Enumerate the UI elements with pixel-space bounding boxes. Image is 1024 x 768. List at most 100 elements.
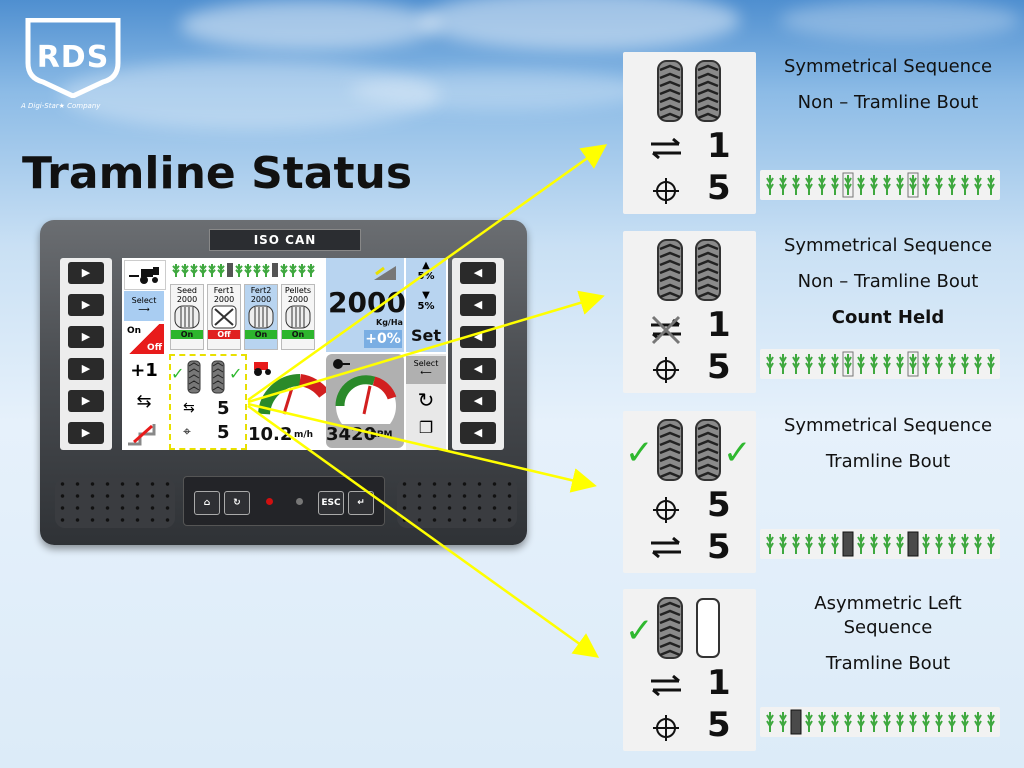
card-bottom-number: 5	[707, 347, 731, 387]
home-icon[interactable]: ⌂	[194, 491, 220, 515]
copy-icon[interactable]: ❐	[418, 418, 434, 437]
plant-icon	[870, 175, 878, 195]
right-softkey-4[interactable]: ◀	[460, 358, 496, 380]
plant-icon	[857, 354, 865, 374]
plant-icon	[779, 354, 787, 374]
plant-icon	[896, 354, 904, 374]
plant-icon	[262, 264, 270, 277]
card-line3: Count Held	[831, 307, 945, 328]
metering-roller-icon	[282, 304, 314, 330]
plant-icon	[792, 354, 800, 374]
enter-icon[interactable]: ↵	[348, 491, 374, 515]
tyre-track-icon	[695, 419, 721, 481]
card-line1b: Sequence	[843, 617, 933, 638]
tramline-marker	[272, 263, 278, 277]
plant-icon	[766, 354, 774, 374]
plant-icon	[818, 534, 826, 554]
percent-change: +0%	[364, 330, 402, 348]
product-state: Off	[208, 330, 240, 339]
check-icon: ✓	[723, 433, 752, 473]
select-product-button[interactable]: Select⟶	[124, 291, 164, 321]
tyre-track-icon	[657, 419, 683, 481]
esc-button[interactable]: ESC	[318, 491, 344, 515]
plant-icon	[831, 534, 839, 554]
empty-track-icon	[696, 598, 720, 658]
card-top-number: 1	[707, 126, 731, 166]
direction-arrows-icon[interactable]: ⇆	[136, 391, 152, 412]
direction-arrows-icon	[651, 137, 681, 160]
right-softkey-6[interactable]: ◀	[460, 422, 496, 444]
crop-row-indicator	[172, 263, 315, 277]
card-line1: Symmetrical Sequence	[783, 56, 993, 77]
step-up-button[interactable]: ▲5%	[417, 260, 435, 282]
plant-icon	[961, 712, 969, 732]
card-bottom-number: 5	[707, 168, 731, 208]
tramline-widget[interactable]: ✓ ✓ ⇆ 5 ⌖ 5	[169, 354, 247, 450]
slope-icon	[374, 266, 396, 280]
left-softkey-2[interactable]: ▶	[68, 294, 104, 316]
plant-icon	[909, 175, 917, 195]
crop-row-strip	[760, 529, 1000, 559]
on-off-toggle[interactable]: On Off	[124, 324, 164, 354]
left-softkey-1[interactable]: ▶	[68, 262, 104, 284]
rpm-value: 3420	[326, 424, 377, 445]
implement-icon[interactable]	[124, 260, 166, 290]
plant-icon	[766, 534, 774, 554]
plant-icon	[896, 175, 904, 195]
right-softkey-2[interactable]: ◀	[460, 294, 496, 316]
check-icon: ✓	[171, 364, 185, 383]
page-title: Tramline Status	[22, 148, 413, 199]
plant-icon	[922, 354, 930, 374]
plant-icon	[805, 534, 813, 554]
tramline-marker	[790, 709, 802, 735]
plant-icon	[870, 534, 878, 554]
refresh-icon[interactable]: ↻	[417, 388, 435, 412]
left-softkey-4[interactable]: ▶	[68, 358, 104, 380]
product-state: On	[171, 330, 203, 339]
status-led	[296, 498, 303, 505]
product-state: On	[282, 330, 314, 339]
plant-icon	[974, 712, 982, 732]
tramline-ghost-marker	[907, 172, 919, 198]
set-button[interactable]: Set	[410, 326, 442, 345]
plant-icon	[922, 175, 930, 195]
plant-icon	[181, 264, 189, 277]
plant-icon	[961, 354, 969, 374]
left-softkey-5[interactable]: ▶	[68, 390, 104, 412]
card-line2: Non – Tramline Bout	[797, 92, 979, 113]
refresh-icon[interactable]: ↻	[224, 491, 250, 515]
plant-icon	[289, 264, 297, 277]
plant-icon	[922, 534, 930, 554]
product-state: On	[245, 330, 277, 339]
manual-ramp-icon[interactable]	[124, 420, 164, 448]
step-down-button[interactable]: ▼5%	[417, 290, 435, 312]
right-softkey-5[interactable]: ◀	[460, 390, 496, 412]
left-softkey-3[interactable]: ▶	[68, 326, 104, 348]
select-button-2[interactable]: Select⟵	[406, 356, 446, 384]
plant-icon	[883, 175, 891, 195]
metering-roller-icon	[171, 304, 203, 330]
tramline-marker	[842, 531, 854, 557]
check-icon: ✓	[625, 433, 654, 473]
plant-icon	[896, 712, 904, 732]
tramline-ghost-marker	[842, 172, 854, 198]
left-softkey-6[interactable]: ▶	[68, 422, 104, 444]
speaker-grille-right	[397, 478, 517, 528]
hardware-button-panel: ⌂ ↻ ESC ↵	[183, 476, 385, 526]
plant-icon	[766, 712, 774, 732]
plant-icon	[961, 175, 969, 195]
product-name: Pellets	[284, 286, 312, 295]
plant-icon	[974, 175, 982, 195]
right-softkey-1[interactable]: ◀	[460, 262, 496, 284]
crosshair-icon: ⌖	[183, 424, 191, 440]
crop-row-strip	[760, 170, 1000, 200]
plus-one-button[interactable]: +1	[130, 360, 158, 381]
plant-icon	[935, 354, 943, 374]
plant-icon	[883, 534, 891, 554]
